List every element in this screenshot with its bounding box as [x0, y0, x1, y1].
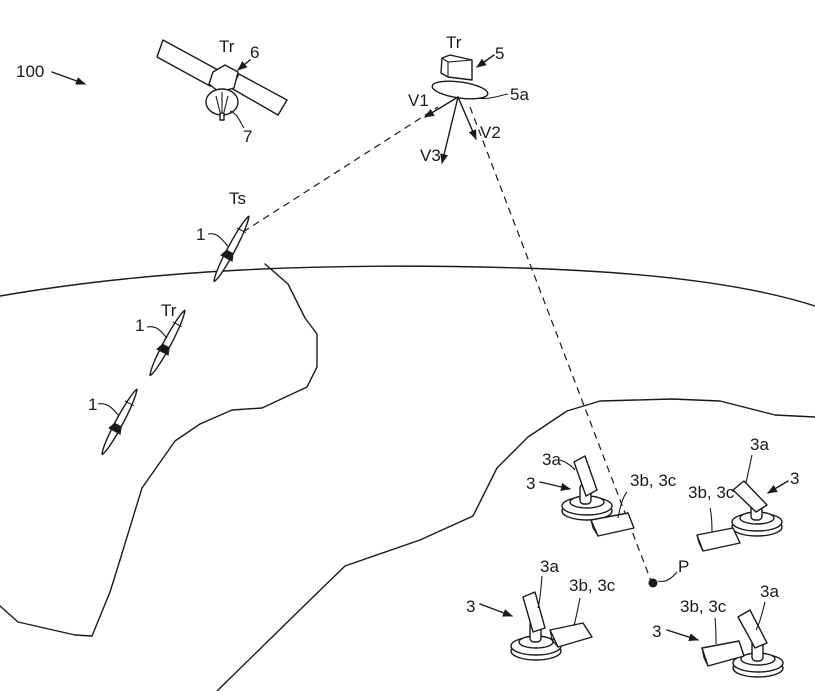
ground-station-2: 3a 3 3b, 3c	[688, 435, 799, 552]
label-p: P	[678, 557, 689, 576]
link-missile-to-aircraft	[242, 106, 439, 233]
label-6: 6	[250, 43, 259, 62]
label-v2: V2	[480, 123, 501, 142]
label-3b3c-1: 3b, 3c	[630, 471, 677, 490]
satellite-icon: Tr 6 7	[156, 37, 288, 146]
label-3-3: 3	[466, 597, 475, 616]
label-3b3c-4: 3b, 3c	[680, 597, 727, 616]
label-100: 100	[16, 62, 44, 81]
ground-station-3: 3a 3 3b, 3c	[466, 557, 616, 661]
label-missile-ref-1: 1	[196, 225, 205, 244]
aircraft-icon: Tr 5 5a V1 V2 V3	[408, 33, 529, 165]
ground-station-1: 3a 3 3b, 3c	[526, 450, 677, 537]
label-3a-4: 3a	[760, 582, 779, 601]
label-missile-ref-3: 1	[88, 395, 97, 414]
label-3a-1: 3a	[542, 450, 561, 469]
label-3-4: 3	[652, 622, 661, 641]
label-3-1: 3	[526, 474, 535, 493]
label-7: 7	[243, 127, 252, 146]
label-missile-ref-2: 1	[135, 316, 144, 335]
label-3-2: 3	[790, 469, 799, 488]
label-missile-tag-ts: Ts	[229, 189, 246, 208]
coastline-right	[216, 398, 815, 691]
label-5a: 5a	[510, 85, 529, 104]
label-3a-3: 3a	[540, 557, 559, 576]
coastline-left	[0, 263, 318, 637]
label-v1: V1	[408, 91, 429, 110]
label-3b3c-2: 3b, 3c	[688, 483, 735, 502]
label-missile-tag-tr: Tr	[161, 301, 177, 320]
label-aircraft-tag: Tr	[446, 33, 462, 52]
ground-station-4: 3a 3 3b, 3c	[652, 582, 784, 678]
horizon-line	[0, 265, 815, 307]
label-3a-2: 3a	[750, 435, 769, 454]
label-v3: V3	[420, 146, 441, 165]
label-5: 5	[495, 44, 504, 63]
label-3b3c-3: 3b, 3c	[569, 576, 616, 595]
missile-icon-3	[101, 388, 138, 456]
link-aircraft-to-point	[469, 106, 652, 582]
missile-icon-2	[149, 309, 186, 377]
missile-icon-1	[213, 215, 250, 283]
target-point: P	[648, 557, 689, 588]
label-satellite-tag: Tr	[219, 37, 235, 56]
system-reference: 100	[16, 62, 86, 85]
